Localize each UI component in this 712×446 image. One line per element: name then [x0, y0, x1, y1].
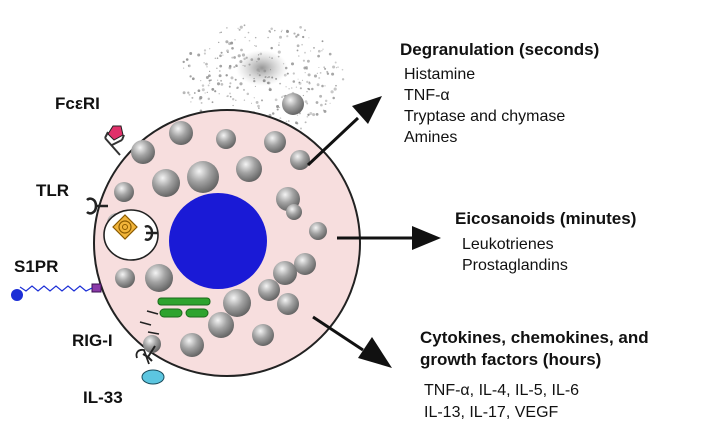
- granule: [264, 131, 286, 153]
- granule: [216, 129, 236, 149]
- s1p-ligand-icon: [11, 289, 23, 301]
- degranulation-item: Tryptase and chymase: [404, 108, 566, 125]
- il33-receptor-icon: [135, 345, 165, 385]
- granule: [115, 268, 135, 288]
- granule: [236, 156, 262, 182]
- cytokines-item: TNF-α, IL-4, IL-5, IL-6: [424, 382, 580, 399]
- eicosanoids-item: Leukotrienes: [462, 236, 554, 253]
- granule: [114, 182, 134, 202]
- eicosanoids-heading: Eicosanoids (minutes): [455, 209, 637, 228]
- granule: [223, 289, 251, 317]
- s1pr-receptor-icon: [11, 283, 102, 301]
- degranulation-heading: Degranulation (seconds): [400, 40, 600, 59]
- granule: [252, 324, 274, 346]
- tlr-receptor-icon: [86, 197, 108, 215]
- label-il33: IL-33: [83, 388, 123, 407]
- granule: [273, 261, 297, 285]
- nucleus: [169, 193, 267, 289]
- endosome: [103, 209, 159, 261]
- cytokines-heading-line: growth factors (hours): [420, 350, 602, 369]
- fceri-receptor-icon: [104, 125, 125, 156]
- granule: [286, 204, 302, 220]
- endosomal-tlr-icon: [144, 225, 158, 241]
- arrows: [306, 96, 441, 368]
- granule: [187, 161, 219, 193]
- granule: [277, 293, 299, 315]
- label-rig-i: RIG-I: [72, 331, 113, 350]
- granule: [152, 169, 180, 197]
- granule: [208, 312, 234, 338]
- arrow-degranulation-icon: [352, 96, 382, 124]
- rig-i-marks: [139, 310, 160, 335]
- cytokines-heading-line: Cytokines, chemokines, and: [420, 328, 649, 347]
- arrow-eicosanoids-icon: [412, 226, 441, 250]
- degranulation-item: Amines: [404, 129, 458, 146]
- granule: [294, 253, 316, 275]
- golgi-icon: [112, 214, 138, 240]
- eicosanoids-item: Prostaglandins: [462, 257, 568, 274]
- degranulation-item: TNF-α: [404, 87, 450, 104]
- released-granule: [282, 93, 304, 115]
- granule: [131, 140, 155, 164]
- arrow-cytokines-icon: [358, 337, 392, 368]
- granule: [145, 264, 173, 292]
- granule: [180, 333, 204, 357]
- endoplasmic-reticulum: [157, 297, 211, 318]
- label-fceri: FcεRI: [55, 94, 100, 113]
- label-s1pr: S1PR: [14, 257, 59, 276]
- granule: [169, 121, 193, 145]
- granule: [290, 150, 310, 170]
- granule: [309, 222, 327, 240]
- cytokines-item: IL-13, IL-17, VEGF: [424, 404, 559, 421]
- label-tlr: TLR: [36, 181, 70, 200]
- granule: [143, 335, 161, 353]
- granule: [258, 279, 280, 301]
- released-mediator-cloud: [182, 24, 345, 137]
- granules: [107, 121, 327, 357]
- degranulation-item: Histamine: [404, 66, 476, 83]
